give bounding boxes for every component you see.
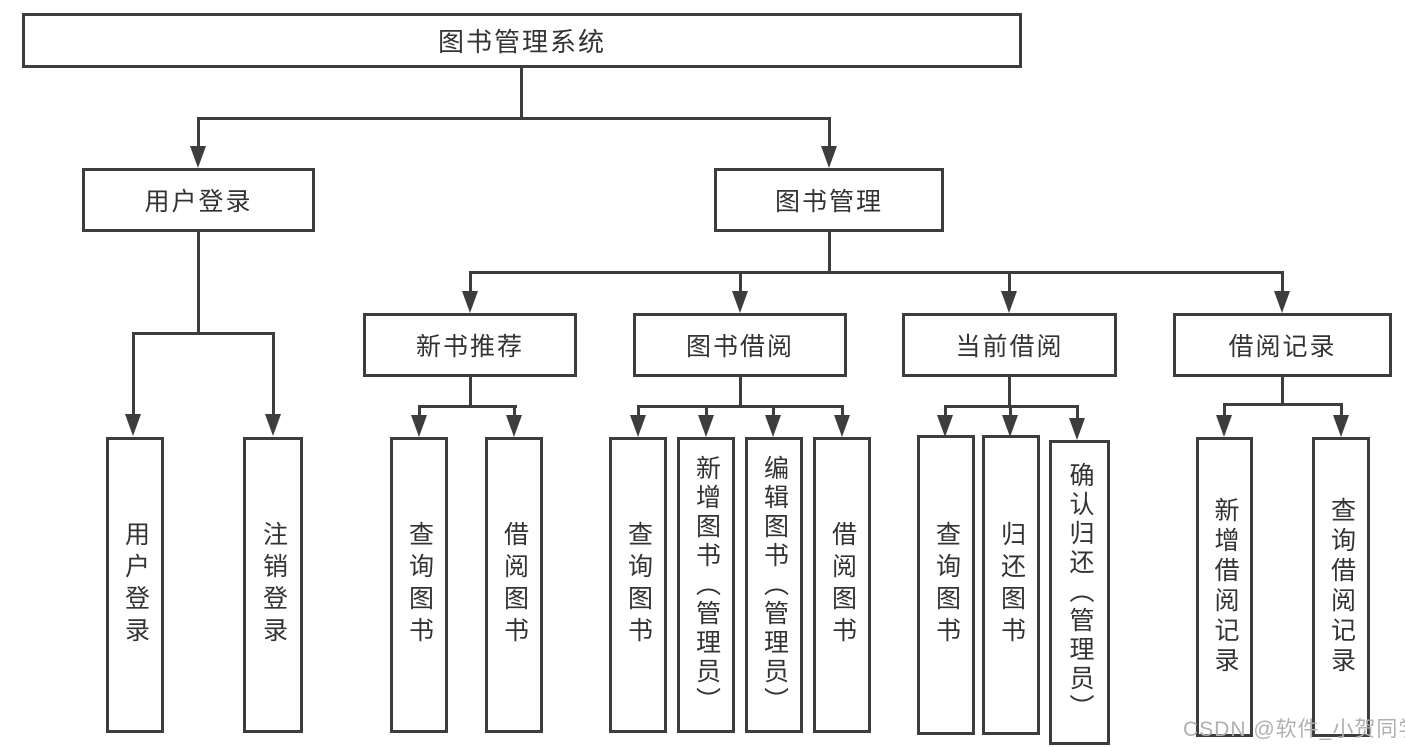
node-label: 图书借阅 <box>685 333 794 361</box>
connector-arrowhead <box>765 415 781 437</box>
connector-line <box>1281 271 1284 293</box>
connector-line <box>772 405 775 417</box>
node-return-books: 归还图书 <box>982 435 1040 735</box>
connector-line <box>828 230 831 274</box>
node-label: 借阅记录 <box>1228 333 1337 361</box>
connector-line <box>520 66 523 118</box>
connector-line <box>828 117 831 149</box>
node-label: 借阅图书 <box>500 521 529 649</box>
node-label: 当前借阅 <box>955 333 1064 361</box>
connector-line <box>1223 403 1226 416</box>
connector-arrowhead <box>1002 415 1018 437</box>
connector-line <box>944 405 947 417</box>
connector-arrowhead <box>411 415 427 437</box>
connector-line <box>1009 405 1012 417</box>
node-label: 查询图书 <box>932 521 961 649</box>
connector-arrowhead <box>125 414 141 436</box>
node-label: 用户登录 <box>121 521 150 649</box>
connector-arrowhead <box>834 415 850 437</box>
connector-line <box>637 405 843 408</box>
connector-line <box>1008 271 1011 293</box>
connector-line <box>132 332 275 335</box>
connector-arrowhead <box>1333 415 1349 437</box>
node-label: 查询图书 <box>624 521 653 649</box>
connector-arrowhead <box>1069 418 1085 440</box>
connector-arrowhead <box>937 415 953 437</box>
node-label: 归还图书 <box>997 521 1026 649</box>
connector-arrowhead <box>190 146 206 168</box>
connector-line <box>841 405 844 417</box>
connector-line <box>418 405 421 417</box>
connector-line <box>469 375 472 407</box>
node-label: 新增图书（管理员） <box>692 454 721 716</box>
connector-line <box>739 271 742 293</box>
connector-line <box>272 332 275 416</box>
connector-line <box>1076 405 1079 420</box>
connector-line <box>132 332 135 416</box>
connector-arrowhead <box>462 291 478 313</box>
connector-line <box>1340 403 1343 416</box>
connector-line <box>469 271 1283 274</box>
connector-arrowhead <box>1274 291 1290 313</box>
node-user-login-leaf: 用户登录 <box>106 437 164 733</box>
node-book-management: 图书管理 <box>714 168 944 232</box>
node-label: 编辑图书（管理员） <box>760 454 789 716</box>
node-newbooks-query-books: 查询图书 <box>390 437 448 733</box>
connector-line <box>197 117 831 120</box>
connector-line <box>197 117 200 149</box>
connector-line <box>418 405 517 408</box>
node-user-login: 用户登录 <box>82 168 315 232</box>
node-label: 用户登录 <box>144 188 253 216</box>
node-new-book-recommendation: 新书推荐 <box>363 313 577 377</box>
connector-arrowhead <box>1216 415 1232 437</box>
node-label: 查询借阅记录 <box>1327 497 1356 677</box>
node-confirm-return-admin: 确认归还（管理员） <box>1049 440 1110 745</box>
node-current-borrowing: 当前借阅 <box>902 313 1117 377</box>
node-query-borrow-record: 查询借阅记录 <box>1312 437 1370 737</box>
connector-arrowhead <box>698 415 714 437</box>
node-logout: 注销登录 <box>243 437 303 733</box>
connector-line <box>1223 403 1342 406</box>
connector-line <box>197 230 200 334</box>
node-label: 图书管理 <box>774 188 883 216</box>
connector-line <box>513 405 516 417</box>
node-label: 新书推荐 <box>415 333 524 361</box>
node-borrowing-records: 借阅记录 <box>1173 313 1392 377</box>
connector-line <box>469 271 472 293</box>
node-label: 新增借阅记录 <box>1211 497 1239 677</box>
connector-arrowhead <box>821 146 837 168</box>
node-book-borrowing: 图书借阅 <box>633 313 847 377</box>
node-current-query-books: 查询图书 <box>917 435 975 735</box>
connector-line <box>705 405 708 417</box>
connector-arrowhead <box>506 415 522 437</box>
connector-arrowhead <box>1001 291 1017 313</box>
node-label: 查询图书 <box>405 521 434 649</box>
node-borrowing-query-books: 查询图书 <box>609 437 667 733</box>
connector-line <box>1281 375 1284 405</box>
connector-line <box>637 405 640 417</box>
node-add-books-admin: 新增图书（管理员） <box>677 437 735 733</box>
node-label: 确认归还（管理员） <box>1066 462 1094 723</box>
node-edit-books-admin: 编辑图书（管理员） <box>745 437 803 733</box>
node-newbooks-borrow-books: 借阅图书 <box>485 437 543 733</box>
node-borrowing-borrow-books: 借阅图书 <box>813 437 871 733</box>
connector-line <box>1008 375 1011 407</box>
node-label: 注销登录 <box>259 521 288 649</box>
connector-line <box>739 375 742 407</box>
connector-arrowhead <box>732 291 748 313</box>
node-add-borrow-record: 新增借阅记录 <box>1196 437 1253 737</box>
node-label: 借阅图书 <box>828 521 857 649</box>
node-label: 图书管理系统 <box>437 27 606 57</box>
node-library-system: 图书管理系统 <box>22 13 1022 68</box>
csdn-watermark: CSDN @软件_小贺同学 <box>1183 718 1405 741</box>
connector-arrowhead <box>265 414 281 436</box>
connector-arrowhead <box>630 415 646 437</box>
